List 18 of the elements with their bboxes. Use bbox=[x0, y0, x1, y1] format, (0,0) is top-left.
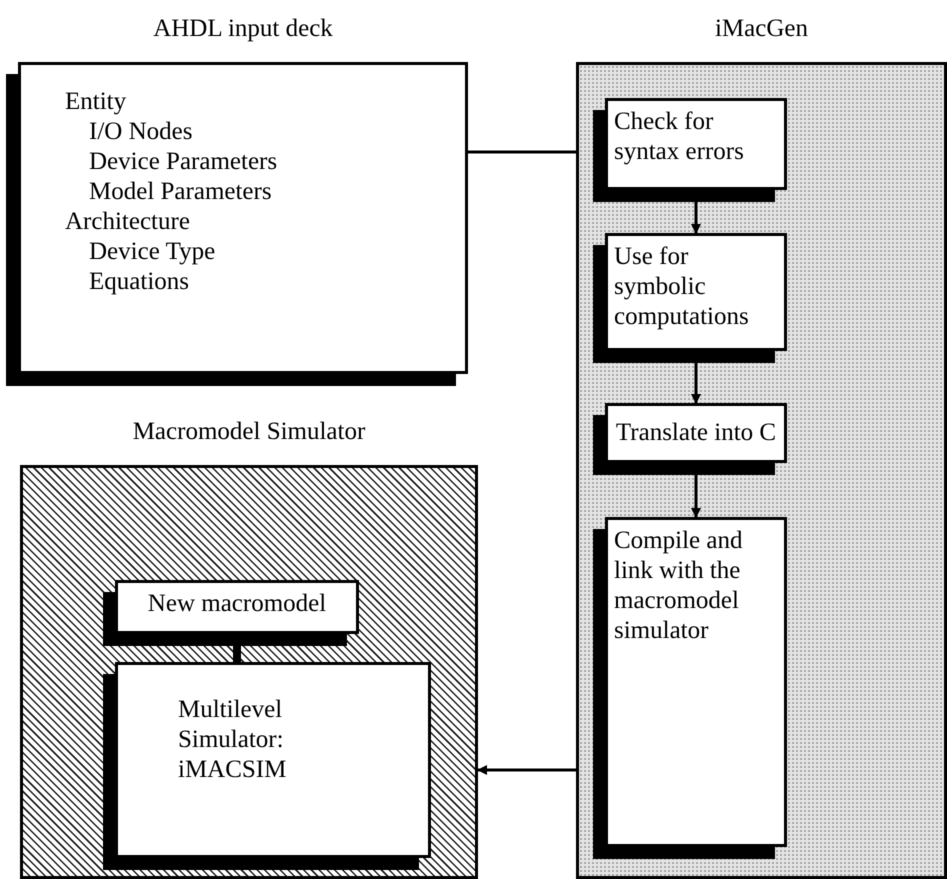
box-text: I/O Nodes bbox=[88, 117, 194, 147]
box-text: Check for syntax errors bbox=[614, 107, 745, 167]
box-text: Equations bbox=[88, 267, 190, 297]
box-text: Model Parameters bbox=[88, 177, 273, 207]
panel-heading: AHDL input deck bbox=[152, 15, 334, 43]
box-text: Translate into C bbox=[614, 418, 778, 448]
box-text: Use for symbolic computations bbox=[614, 242, 750, 332]
box-text: Device Parameters bbox=[88, 147, 278, 177]
box-text: New macromodel bbox=[146, 589, 328, 619]
box-text: Compile and link with the macromodel simulator bbox=[614, 526, 744, 646]
box-text: Entity bbox=[65, 87, 128, 117]
box-text: Device Type bbox=[88, 237, 216, 267]
box-text: Multilevel Simulator: iMACSIM bbox=[178, 695, 288, 785]
panel-heading: Macromodel Simulator bbox=[132, 418, 366, 446]
connector-line bbox=[468, 150, 576, 154]
panel-heading: iMacGen bbox=[714, 15, 810, 43]
arrow bbox=[477, 765, 576, 775]
box-text: Architecture bbox=[65, 207, 191, 237]
